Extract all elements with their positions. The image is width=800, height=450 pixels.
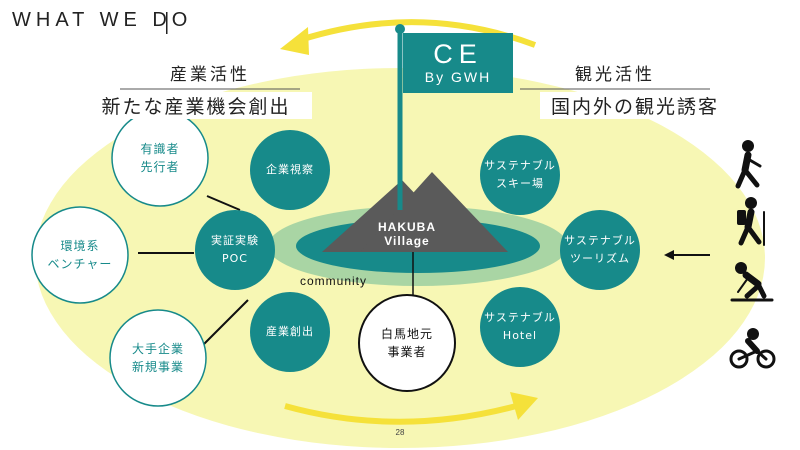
tourist-arrow-head bbox=[664, 250, 674, 260]
circle-text: スキー場 bbox=[496, 177, 544, 190]
circle-text: 事業者 bbox=[387, 345, 427, 359]
flag-line2: By GWH bbox=[424, 69, 492, 86]
circle-label-enterprise: 大手企業 新規事業 bbox=[110, 310, 206, 406]
circle-enterprise bbox=[109, 309, 207, 407]
circle-sustainable-tourism bbox=[560, 210, 640, 290]
flag-pole-knob bbox=[395, 24, 405, 34]
circle-text: 先行者 bbox=[140, 160, 180, 174]
circle-text: 企業視察 bbox=[266, 163, 314, 177]
circle-text: 白馬地元 bbox=[380, 327, 433, 341]
left-panel-subtitle: 新たな産業機会創出 bbox=[80, 92, 312, 119]
circle-corporate-tours bbox=[250, 130, 330, 210]
circle-label-sustainable-ski: サステナブル スキー場 bbox=[480, 135, 560, 215]
circle-sustainable-hotel bbox=[480, 287, 560, 367]
mountain-label: HAKUBA Village bbox=[352, 218, 462, 252]
circle-label-experts: 有識者 先行者 bbox=[112, 110, 208, 206]
title-divider bbox=[166, 12, 168, 34]
circle-label-sustainable-tourism: サステナブル ツーリズム bbox=[560, 210, 640, 290]
circle-label-ventures: 環境系 ベンチャー bbox=[32, 207, 128, 303]
page-title: WHAT WE DO bbox=[12, 9, 193, 31]
bottom-arrow-head bbox=[510, 392, 538, 420]
circle-text: Hotel bbox=[502, 329, 538, 342]
circle-label-corporate-tours: 企業視察 bbox=[250, 130, 330, 210]
right-panel-subtitle: 国内外の観光誘客 bbox=[540, 92, 730, 119]
circle-label-local-business: 白馬地元 事業者 bbox=[359, 295, 455, 391]
top-arrow-head bbox=[280, 27, 309, 55]
circle-local-business bbox=[358, 294, 456, 392]
circle-text: 実証実験 bbox=[211, 234, 259, 248]
circle-sustainable-ski bbox=[480, 135, 560, 215]
flag-label: CE By GWH bbox=[403, 33, 513, 93]
skier-icon bbox=[730, 262, 774, 302]
flag-line1: CE bbox=[433, 39, 483, 70]
circle-text: 新規事業 bbox=[131, 360, 184, 374]
circle-text: サステナブル bbox=[564, 234, 636, 248]
page-number: 28 bbox=[395, 428, 405, 437]
circle-text: サステナブル bbox=[484, 159, 556, 173]
circle-text: ベンチャー bbox=[47, 257, 113, 271]
connector-enterprise bbox=[197, 299, 249, 351]
circle-text: 環境系 bbox=[60, 239, 100, 253]
circle-text: サステナブル bbox=[484, 311, 556, 325]
circle-text: 有識者 bbox=[140, 142, 180, 156]
circle-label-poc: 実証実験 POC bbox=[195, 210, 275, 290]
circle-text: POC bbox=[222, 252, 248, 265]
cyclist-icon bbox=[729, 328, 776, 369]
circle-label-sustainable-hotel: サステナブル Hotel bbox=[480, 287, 560, 367]
mountain-line2: Village bbox=[384, 234, 430, 248]
community-label: community bbox=[300, 274, 368, 288]
mountain-line1: HAKUBA bbox=[378, 220, 436, 235]
connector-experts bbox=[206, 195, 241, 211]
circle-label-industry-creation: 産業創出 bbox=[250, 292, 330, 372]
hiker-icon bbox=[735, 140, 762, 189]
circle-text: 産業創出 bbox=[266, 325, 314, 339]
left-panel-title: 産業活性 bbox=[170, 65, 250, 85]
mountain-right bbox=[360, 172, 508, 252]
bottom-cycle-arrow bbox=[284, 402, 521, 425]
right-panel-title: 観光活性 bbox=[575, 65, 655, 85]
circle-text: 大手企業 bbox=[131, 342, 184, 356]
circle-industry-creation bbox=[250, 292, 330, 372]
backpacker-icon bbox=[737, 197, 765, 246]
circle-ventures bbox=[31, 206, 129, 304]
circle-poc bbox=[195, 210, 275, 290]
flag-banner bbox=[403, 33, 513, 93]
circle-text: ツーリズム bbox=[570, 252, 630, 265]
